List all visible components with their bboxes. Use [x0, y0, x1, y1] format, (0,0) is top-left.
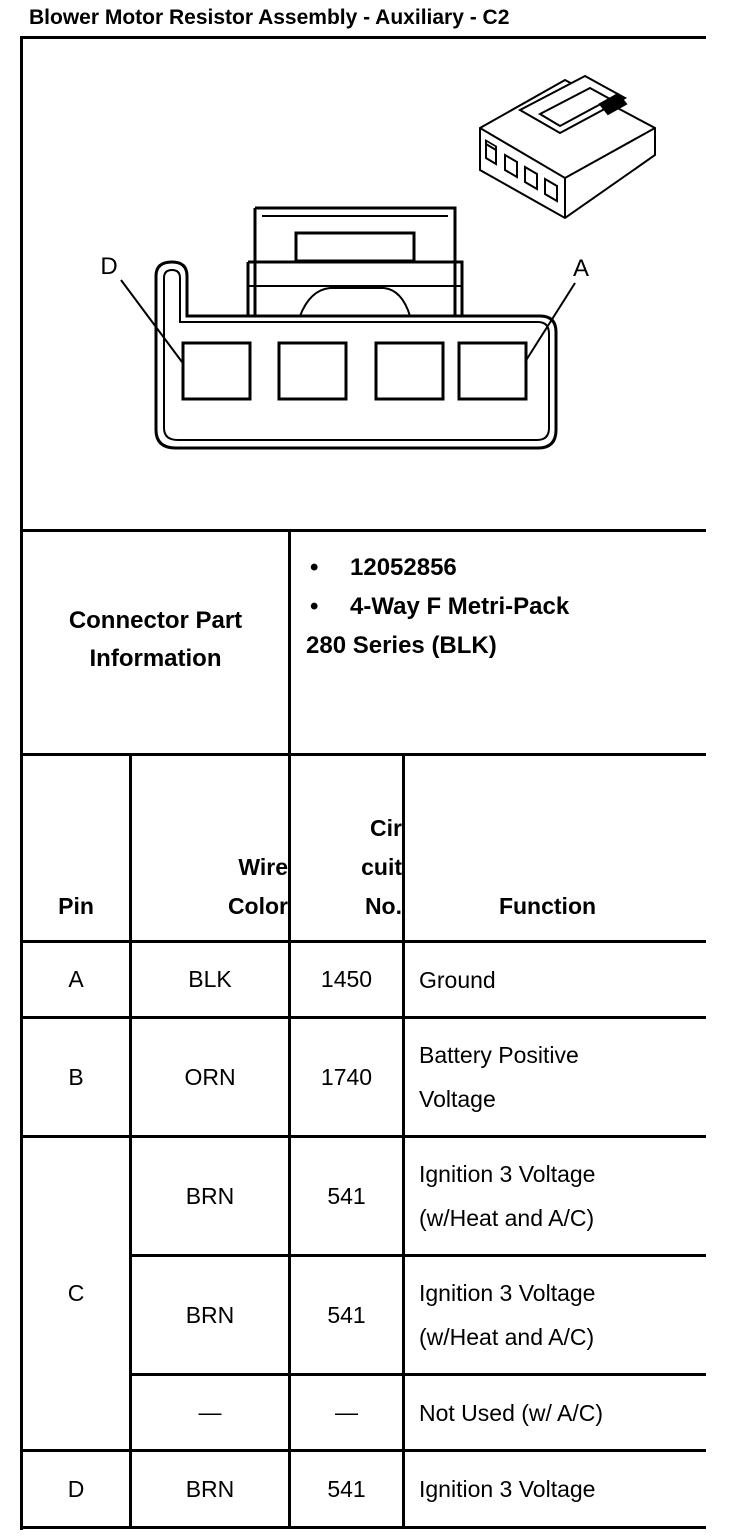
- header-circuit-line1: Cir: [370, 815, 402, 841]
- table-cell-circuit: 541: [327, 1182, 366, 1209]
- header-wire-color: Wire Color: [132, 756, 288, 940]
- function-line1: Ignition 3 Voltage: [419, 1161, 596, 1187]
- function-line1: Ignition 3 Voltage: [419, 1280, 596, 1306]
- page-title: Blower Motor Resistor Assembly - Auxilia…: [29, 6, 510, 29]
- connector-face-diagram: [120, 74, 656, 450]
- table-cell-wire-color: BRN: [185, 1475, 235, 1502]
- connector-part-label-line1: Connector Part: [68, 607, 243, 634]
- function-line1: Not Used (w/ A/C): [419, 1399, 604, 1426]
- table-cell-circuit: 541: [327, 1475, 366, 1502]
- function-line1: Ignition 3 Voltage: [419, 1476, 596, 1502]
- table-cell-function: Ignition 3 Voltage (w/Heat and A/C): [405, 1257, 705, 1373]
- bullet: •: [310, 554, 319, 581]
- header-function-label: Function: [498, 893, 597, 919]
- table-cell-wire-color: —: [198, 1399, 222, 1425]
- divider: [131, 1373, 706, 1376]
- table-cell-function: Ground: [405, 943, 705, 1016]
- connector-part-details: • 12052856 • 4-Way F Metri-Pack 280 Series…: [306, 548, 569, 665]
- divider: [402, 753, 405, 1529]
- diagram-label-a: A: [572, 255, 589, 282]
- connector-part-label: Connector Part Information: [23, 600, 288, 680]
- table-cell-circuit: —: [335, 1399, 358, 1425]
- table-cell-function: Battery Positive Voltage: [405, 1019, 705, 1135]
- function-line1: Battery Positive: [419, 1042, 579, 1068]
- table-cell-function: Ignition 3 Voltage: [405, 1452, 705, 1526]
- function-line1: Ground: [419, 966, 496, 993]
- connector-part-label-line2: Information: [89, 645, 222, 672]
- table-cell-wire-color: BLK: [188, 966, 232, 992]
- divider: [20, 529, 706, 532]
- header-function: Function: [405, 756, 690, 940]
- part-description-line2: 280 Series (BLK): [306, 632, 497, 659]
- divider: [288, 753, 291, 1529]
- divider: [20, 1526, 706, 1529]
- divider: [131, 1254, 706, 1257]
- divider: [288, 529, 291, 753]
- divider: [20, 1449, 706, 1452]
- divider: [20, 753, 706, 756]
- table-cell-function: Not Used (w/ A/C): [405, 1376, 705, 1449]
- table-cell-wire-color: ORN: [184, 1063, 236, 1090]
- table-cell-circuit: 1740: [320, 1063, 373, 1090]
- table-cell-circuit: 541: [327, 1301, 366, 1328]
- part-number: 12052856: [350, 554, 457, 581]
- header-circuit-line2: cuit: [361, 854, 402, 880]
- header-pin-label: Pin: [58, 893, 94, 919]
- function-line2: (w/Heat and A/C): [419, 1205, 595, 1231]
- header-wire-color-line1: Wire: [238, 854, 288, 880]
- table-cell-pin: D: [67, 1475, 85, 1502]
- part-description-line1: 4-Way F Metri-Pack: [350, 593, 570, 620]
- function-line2: (w/Heat and A/C): [419, 1324, 595, 1350]
- divider: [20, 1135, 706, 1138]
- divider: [129, 753, 132, 1529]
- diagram-label-d: D: [100, 253, 118, 280]
- table-cell-circuit: 1450: [320, 966, 373, 992]
- header-circuit: Cir cuit No.: [291, 756, 402, 940]
- divider: [20, 1016, 706, 1019]
- function-line2: Voltage: [419, 1086, 496, 1112]
- table-cell-function: Ignition 3 Voltage (w/Heat and A/C): [405, 1138, 705, 1254]
- table-cell-pin: B: [68, 1063, 84, 1090]
- connector-table-frame: [20, 36, 706, 1530]
- header-circuit-line3: No.: [364, 893, 402, 919]
- divider: [20, 940, 706, 943]
- table-cell-wire-color: BRN: [185, 1182, 235, 1209]
- table-cell-wire-color: BRN: [185, 1301, 235, 1328]
- table-cell-pin: C: [67, 1280, 85, 1306]
- table-cell-pin: A: [68, 966, 84, 992]
- header-pin: Pin: [23, 756, 129, 940]
- bullet: •: [310, 593, 319, 620]
- connector-isometric-icon: [479, 74, 656, 220]
- header-wire-color-line2: Color: [227, 893, 288, 919]
